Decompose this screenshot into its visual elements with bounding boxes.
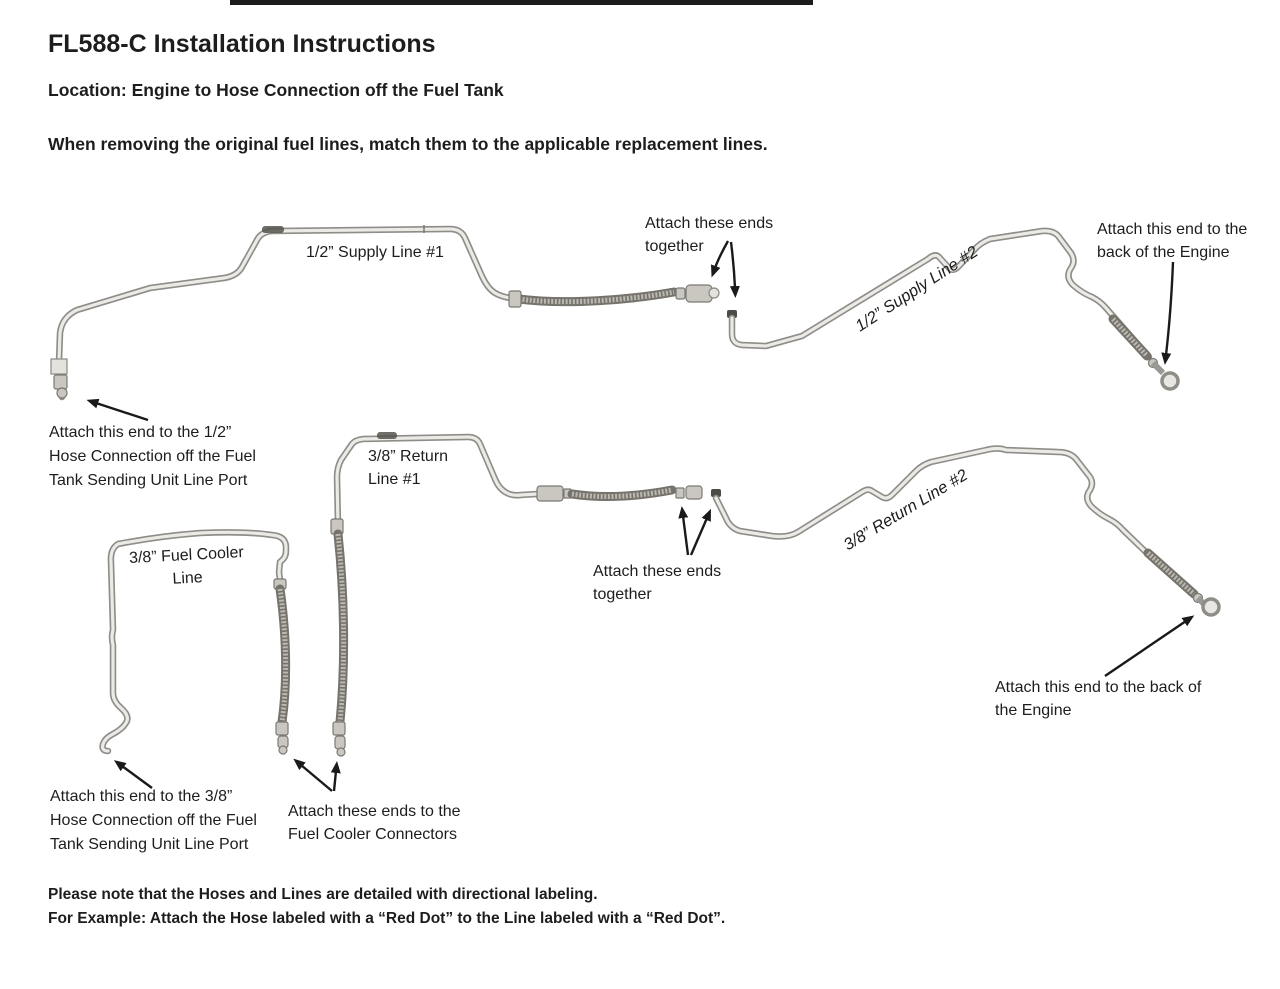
supply1-label-band (50, 358, 68, 375)
top-bar-artifact (230, 0, 813, 5)
return-line-2 (711, 445, 1221, 617)
callout-attach-engine-return: Attach this end to the back of the Engin… (995, 679, 1202, 719)
return1-end-nut (675, 487, 685, 499)
arrow-attach-together-supply-left (710, 240, 730, 278)
arrow-attach-together-return-right (689, 508, 711, 556)
callout-attach-fuel-cooler: Attach these ends to the Fuel Cooler Con… (288, 803, 461, 843)
supply-line-2 (727, 227, 1180, 391)
return1-leg-end (334, 735, 346, 750)
supply2-end-link (1150, 360, 1166, 376)
return1-leg-band (332, 721, 346, 736)
return1-hose-coupler (536, 485, 564, 502)
callout-attach-together-return: Attach these ends together (593, 563, 722, 603)
arrow-attach-engine-return (1104, 615, 1195, 677)
return1-stamp-mark (377, 432, 397, 439)
arrow-attach-tank-supply (86, 398, 149, 422)
fuel-cooler-line (99, 529, 291, 755)
arrow-attach-cooler-right (330, 761, 341, 792)
label-fuel-cooler-line: 3/8” Fuel Cooler Line (128, 544, 245, 588)
return2-start-cap (711, 489, 721, 497)
return2-end-eyelet (1201, 597, 1221, 617)
page-title: FL588-C Installation Instructions (48, 30, 436, 58)
supply1-hose-nose (708, 287, 720, 299)
callout-attach-tank-cooler: Attach this end to the 3/8” Hose Connect… (50, 788, 257, 853)
footer-note: Please note that the Hoses and Lines are… (48, 886, 598, 903)
instruction-line: When removing the original fuel lines, m… (48, 134, 768, 154)
label-supply-line-1: 1/2” Supply Line #1 (306, 244, 444, 261)
cooler-leg-lower-band (275, 721, 289, 736)
arrow-attach-together-supply-right (729, 241, 740, 298)
callout-attach-tank-supply: Attach this end to the 1/2” Hose Connect… (49, 424, 256, 489)
arrow-attach-engine-supply (1161, 261, 1175, 365)
supply1-end-tip (56, 387, 68, 399)
supply1-braided-hose (514, 287, 679, 307)
arrow-attach-tank-cooler (113, 760, 153, 789)
supply2-end-eyelet (1160, 371, 1180, 391)
callout-attach-together-supply: Attach these ends together (645, 215, 774, 255)
callout-attach-engine-supply: Attach this end to the back of the Engin… (1097, 221, 1248, 261)
return1-end-fitting (685, 485, 703, 500)
arrow-attach-cooler-left (293, 758, 333, 792)
supply1-end-fitting (53, 374, 68, 390)
supply1-hose-nut (675, 287, 686, 300)
supply-line-1 (50, 225, 720, 401)
return1-leg-tip (336, 747, 346, 757)
footer-example: For Example: Attach the Hose labeled wit… (48, 910, 726, 927)
label-return-line-1: 3/8” Return Line #1 (368, 448, 449, 488)
return-line-1 (330, 432, 703, 757)
cooler-leg-tip (278, 745, 288, 755)
supply1-stamp-mark (262, 226, 284, 233)
arrow-attach-together-return-left (678, 506, 690, 556)
supply1-hose-collar (508, 290, 522, 308)
location-line: Location: Engine to Hose Connection off … (48, 80, 504, 100)
supply1-hose-fitting (685, 284, 713, 303)
